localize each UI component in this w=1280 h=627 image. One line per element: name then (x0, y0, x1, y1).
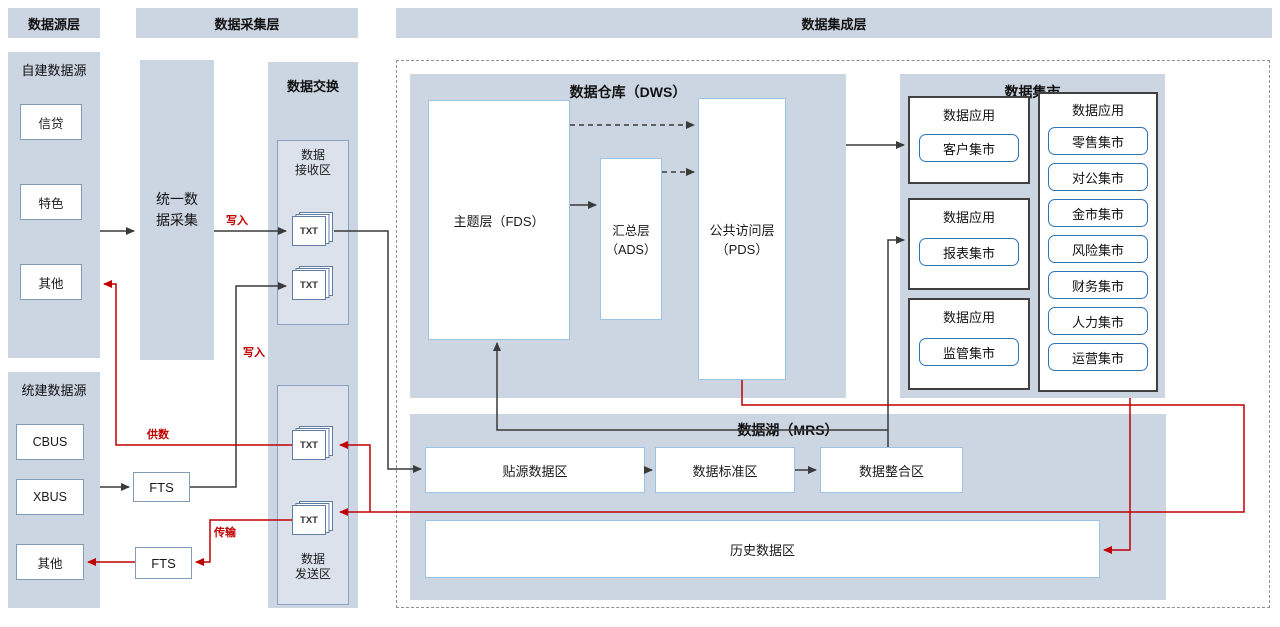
box-other-self: 其他 (20, 264, 82, 300)
dws-title: 数据仓库（DWS） (569, 84, 687, 100)
zone-standard-data: 数据标准区 (655, 447, 795, 493)
unified-built-title: 统建数据源 (21, 383, 87, 398)
edge-label-transfer: 传输 (214, 527, 236, 539)
box-other-unified: 其他 (16, 544, 84, 580)
box-special: 特色 (20, 184, 82, 220)
txt-file-label: TXT (292, 216, 326, 246)
data-send-zone-label: 数据 发送区 (294, 552, 331, 581)
mart-group-customer: 数据应用 客户集市 (908, 96, 1030, 184)
fts-upper-box: FTS (133, 472, 190, 502)
zone-source-data: 贴源数据区 (425, 447, 645, 493)
txt-file-label: TXT (292, 505, 326, 535)
mart-item-operations: 运营集市 (1048, 343, 1148, 371)
data-receive-zone-label: 数据 接收区 (294, 148, 331, 177)
txt-file-icon: TXT (292, 266, 334, 302)
mart-item-goldmarket: 金市集市 (1048, 199, 1148, 227)
txt-file-icon: TXT (292, 426, 334, 462)
box-credit: 信贷 (20, 104, 82, 140)
mart-item-corporate: 对公集市 (1048, 163, 1148, 191)
edge-label-write-upper: 写入 (226, 215, 248, 227)
txt-file-icon: TXT (292, 501, 334, 537)
app-label: 数据应用 (942, 210, 995, 225)
fts-lower-box: FTS (135, 547, 192, 579)
fds-box: 主题层（FDS） (428, 100, 570, 340)
pds-box: 公共访问层 （PDS） (698, 98, 786, 380)
zone-integration-data: 数据整合区 (820, 447, 963, 493)
mart-item-risk: 风险集市 (1048, 235, 1148, 263)
app-label: 数据应用 (1071, 103, 1124, 118)
ads-box: 汇总层 （ADS） (600, 158, 662, 320)
txt-file-label: TXT (292, 430, 326, 460)
header-integration-layer: 数据集成层 (396, 8, 1272, 38)
app-label: 数据应用 (942, 310, 995, 325)
history-zone-box: 历史数据区 (425, 520, 1100, 578)
header-source-layer: 数据源层 (8, 8, 100, 38)
self-built-title: 自建数据源 (21, 63, 87, 78)
txt-file-icon: TXT (292, 212, 334, 248)
txt-file-label: TXT (292, 270, 326, 300)
mrs-title: 数据湖（MRS） (737, 422, 839, 438)
mart-item-hr: 人力集市 (1048, 307, 1148, 335)
app-label: 数据应用 (942, 108, 995, 123)
mart-item-finance: 财务集市 (1048, 271, 1148, 299)
header-collection-layer: 数据采集层 (136, 8, 358, 38)
mart-group-report: 数据应用 报表集市 (908, 198, 1030, 290)
mart-item-retail: 零售集市 (1048, 127, 1148, 155)
mart-item-customer: 客户集市 (919, 134, 1019, 162)
mart-group-right: 数据应用 零售集市 对公集市 金市集市 风险集市 财务集市 人力集市 运营集市 (1038, 92, 1158, 392)
mart-item-report: 报表集市 (919, 238, 1019, 266)
mart-group-regulatory: 数据应用 监管集市 (908, 298, 1030, 390)
unified-collection-block: 统一数 据采集 (140, 60, 214, 360)
box-xbus: XBUS (16, 479, 84, 515)
mart-item-regulatory: 监管集市 (919, 338, 1019, 366)
edge-label-supply: 供数 (147, 429, 169, 441)
data-exchange-title: 数据交换 (286, 79, 339, 94)
edge-label-write-lower: 写入 (243, 347, 265, 359)
box-cbus: CBUS (16, 424, 84, 460)
